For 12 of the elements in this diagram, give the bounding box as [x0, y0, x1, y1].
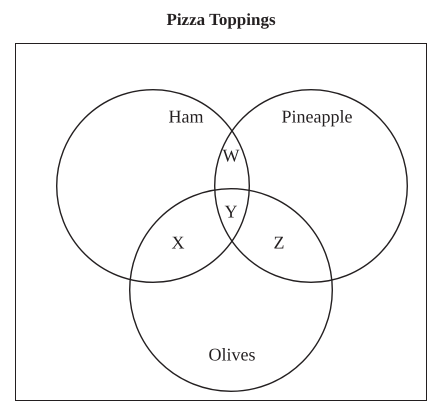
region-label: X [172, 232, 184, 254]
set-label: Ham [168, 106, 204, 128]
set-circle [214, 89, 408, 283]
diagram-title: Pizza Toppings [166, 10, 276, 30]
set-label: Olives [208, 344, 256, 366]
region-label: Z [274, 232, 284, 254]
region-label: W [222, 146, 240, 166]
set-label: Pineapple [282, 106, 352, 128]
universal-set-rectangle [15, 43, 427, 401]
region-label: Y [224, 202, 238, 222]
set-circle [56, 89, 250, 283]
set-circle [129, 188, 333, 392]
